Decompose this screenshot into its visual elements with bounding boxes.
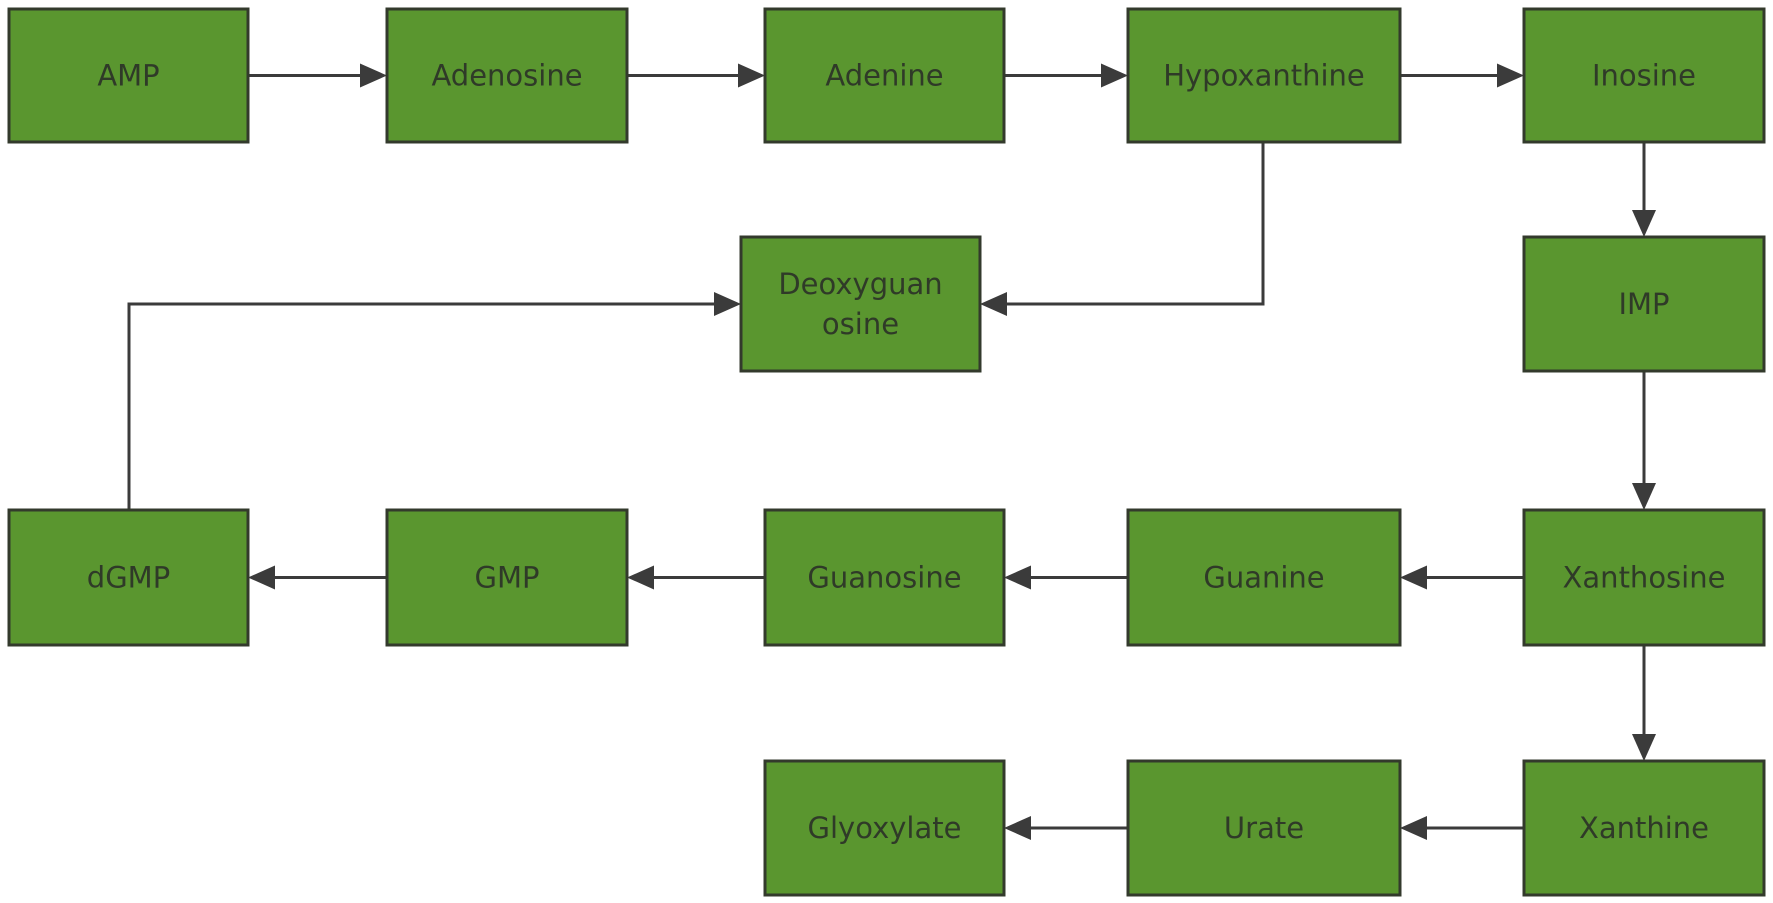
arrowhead-icon xyxy=(980,292,1007,316)
arrowhead-icon xyxy=(1004,816,1031,840)
node-label: Glyoxylate xyxy=(808,811,962,845)
edge-imp-to-xanthosine xyxy=(1632,371,1656,510)
arrowhead-icon xyxy=(1400,565,1427,590)
edge-xanthosine-to-xanthine xyxy=(1632,645,1656,761)
node-box xyxy=(385,7,629,144)
node-label: Inosine xyxy=(1592,59,1696,93)
edge-xanthine-to-urate xyxy=(1400,816,1524,840)
arrowhead-icon xyxy=(1632,734,1656,761)
edge-line xyxy=(127,302,714,510)
edges-layer xyxy=(127,63,1656,840)
node-amp: AMP xyxy=(7,7,250,144)
edge-xanthosine-to-guanine xyxy=(1400,565,1524,590)
node-box xyxy=(1126,7,1402,144)
edge-adenine-to-hypoxanthine xyxy=(1004,63,1128,88)
node-box xyxy=(1126,508,1402,647)
edge-dgmp-to-deoxyguanosine xyxy=(127,292,741,510)
node-box xyxy=(763,508,1006,647)
node-box xyxy=(763,759,1006,897)
node-box xyxy=(1522,7,1766,144)
node-label: Deoxyguan xyxy=(778,267,942,301)
arrowhead-icon xyxy=(360,63,387,88)
edge-hypoxanthine-to-deoxyguanosine xyxy=(980,142,1265,316)
node-label: Urate xyxy=(1224,811,1304,845)
arrowhead-icon xyxy=(1632,483,1656,510)
node-dgmp: dGMP xyxy=(7,508,250,647)
node-gmp: GMP xyxy=(385,508,629,647)
node-xanthosine: Xanthosine xyxy=(1522,508,1766,647)
node-label: Hypoxanthine xyxy=(1163,59,1365,93)
edge-guanine-to-guanosine xyxy=(1004,565,1128,590)
node-label: Guanosine xyxy=(807,561,961,595)
node-urate: Urate xyxy=(1126,759,1402,897)
arrowhead-icon xyxy=(1497,63,1524,88)
node-deoxyguanosine: Deoxyguan osine xyxy=(739,235,982,373)
node-label: osine xyxy=(822,307,899,341)
node-label: AMP xyxy=(97,59,159,93)
node-box xyxy=(7,7,250,144)
node-label: IMP xyxy=(1618,287,1669,321)
node-box xyxy=(1522,235,1766,373)
node-box xyxy=(1522,508,1766,647)
nodes-layer: AMP Adenosine Adenine Hypoxanthine InosineDe… xyxy=(7,7,1766,897)
node-imp: IMP xyxy=(1522,235,1766,373)
node-label: Xanthosine xyxy=(1563,561,1726,595)
node-box xyxy=(739,235,982,373)
edge-gmp-to-dgmp xyxy=(248,565,387,590)
node-box xyxy=(763,7,1006,144)
node-guanosine: Guanosine xyxy=(763,508,1006,647)
node-hypoxanthine: Hypoxanthine xyxy=(1126,7,1402,144)
node-xanthine: Xanthine xyxy=(1522,759,1766,897)
arrowhead-icon xyxy=(1632,210,1656,237)
arrowhead-icon xyxy=(1004,565,1031,590)
edge-amp-to-adenosine xyxy=(248,63,387,88)
arrowhead-icon xyxy=(627,565,654,590)
edge-adenosine-to-adenine xyxy=(627,63,765,88)
node-guanine: Guanine xyxy=(1126,508,1402,647)
node-adenosine: Adenosine xyxy=(385,7,629,144)
edge-urate-to-glyoxylate xyxy=(1004,816,1128,840)
node-label: Guanine xyxy=(1203,561,1324,595)
edge-hypoxanthine-to-inosine xyxy=(1400,63,1524,88)
node-box xyxy=(1522,759,1766,897)
arrowhead-icon xyxy=(714,292,741,316)
node-adenine: Adenine xyxy=(763,7,1006,144)
arrowhead-icon xyxy=(248,565,275,590)
node-label: dGMP xyxy=(87,561,170,595)
edge-inosine-to-imp xyxy=(1632,142,1656,237)
node-label: Adenine xyxy=(825,59,943,93)
node-glyoxylate: Glyoxylate xyxy=(763,759,1006,897)
node-box xyxy=(385,508,629,647)
arrowhead-icon xyxy=(1101,63,1128,88)
edge-line xyxy=(1007,142,1265,306)
node-label: GMP xyxy=(475,561,540,595)
arrowhead-icon xyxy=(738,63,765,88)
edge-guanosine-to-gmp xyxy=(627,565,765,590)
node-label: Xanthine xyxy=(1579,811,1709,845)
node-label: Adenosine xyxy=(431,59,582,93)
node-box xyxy=(1126,759,1402,897)
node-inosine: Inosine xyxy=(1522,7,1766,144)
node-box xyxy=(7,508,250,647)
arrowhead-icon xyxy=(1400,816,1427,840)
